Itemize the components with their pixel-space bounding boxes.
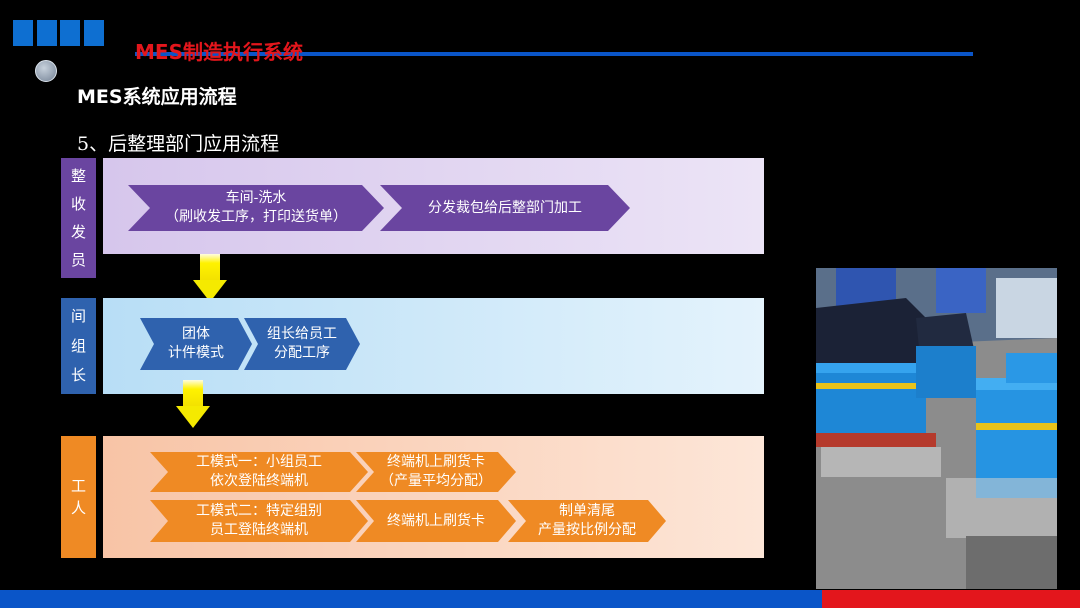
lane-label-char: 整 bbox=[70, 166, 86, 185]
step-line: 组长给员工 bbox=[267, 326, 337, 343]
step-workshop-wash[interactable]: 车间-洗水 （刷收发工序，打印送货单） bbox=[128, 185, 384, 231]
lane-label-char: 间 bbox=[70, 307, 86, 326]
header-square-1 bbox=[13, 20, 33, 46]
lane-label-char: 工 bbox=[70, 476, 86, 495]
brand-title: MES制造执行系统 bbox=[135, 40, 303, 64]
lane-label-char: 收 bbox=[70, 194, 86, 213]
step-line: 计件模式 bbox=[168, 345, 224, 361]
lane-label-group-leader: 间 组 长 bbox=[61, 298, 96, 394]
lane-label-receiver: 整 收 发 员 bbox=[61, 158, 96, 278]
step-line: 终端机上刷货卡 bbox=[387, 454, 485, 471]
lane-label-char: 长 bbox=[70, 366, 86, 385]
page-title: MES系统应用流程 bbox=[77, 86, 237, 108]
lane-label-char: 员 bbox=[70, 250, 86, 269]
step-line: （刷收发工序，打印送货单） bbox=[165, 209, 347, 225]
step-line: 分配工序 bbox=[274, 345, 330, 361]
step-line: 工模式二：特定组别 bbox=[196, 503, 322, 520]
step-assign-process[interactable]: 组长给员工 分配工序 bbox=[244, 318, 360, 370]
header-square-3 bbox=[60, 20, 80, 46]
step-mode-one[interactable]: 工模式一：小组员工 依次登陆终端机 bbox=[150, 452, 368, 492]
step-line: 制单清尾 bbox=[559, 503, 615, 520]
bullet-dot-icon bbox=[35, 60, 57, 82]
down-arrow-icon bbox=[176, 380, 210, 430]
step-mode-two[interactable]: 工模式二：特定组别 员工登陆终端机 bbox=[150, 500, 368, 542]
step-line: 工模式一：小组员工 bbox=[196, 454, 322, 471]
step-line: 依次登陆终端机 bbox=[210, 473, 308, 489]
lane-label-char: 发 bbox=[70, 222, 86, 241]
step-line: 团体 bbox=[182, 326, 210, 343]
step-distribute-bundles[interactable]: 分发裁包给后整部门加工 bbox=[380, 185, 630, 231]
step-line: 产量按比例分配 bbox=[538, 522, 636, 538]
header-square-4 bbox=[84, 20, 104, 46]
step-line: 终端机上刷货卡 bbox=[387, 512, 485, 529]
step-swipe-card[interactable]: 终端机上刷货卡 bbox=[356, 500, 516, 542]
step-line: 分发裁包给后整部门加工 bbox=[428, 199, 582, 216]
footer-bar-blue bbox=[0, 590, 822, 608]
step-team-piecework[interactable]: 团体 计件模式 bbox=[140, 318, 252, 370]
page-subtitle: 5、后整理部门应用流程 bbox=[77, 133, 280, 155]
workshop-photo-image bbox=[816, 268, 1057, 589]
step-swipe-card-average[interactable]: 终端机上刷货卡 （产量平均分配） bbox=[356, 452, 516, 492]
header-square-2 bbox=[37, 20, 57, 46]
lane-label-char: 组 bbox=[70, 336, 86, 355]
down-arrow-icon bbox=[193, 254, 227, 304]
step-line: 车间-洗水 bbox=[225, 190, 287, 207]
step-order-closeout[interactable]: 制单清尾 产量按比例分配 bbox=[508, 500, 666, 542]
header-rule bbox=[135, 52, 973, 56]
lane-label-worker: 工 人 bbox=[61, 436, 96, 558]
workshop-photo bbox=[816, 268, 1057, 589]
step-line: （产量平均分配） bbox=[380, 473, 492, 489]
step-line: 员工登陆终端机 bbox=[210, 522, 308, 538]
lane-label-char: 人 bbox=[70, 499, 86, 517]
footer-bar-red bbox=[822, 590, 1080, 608]
